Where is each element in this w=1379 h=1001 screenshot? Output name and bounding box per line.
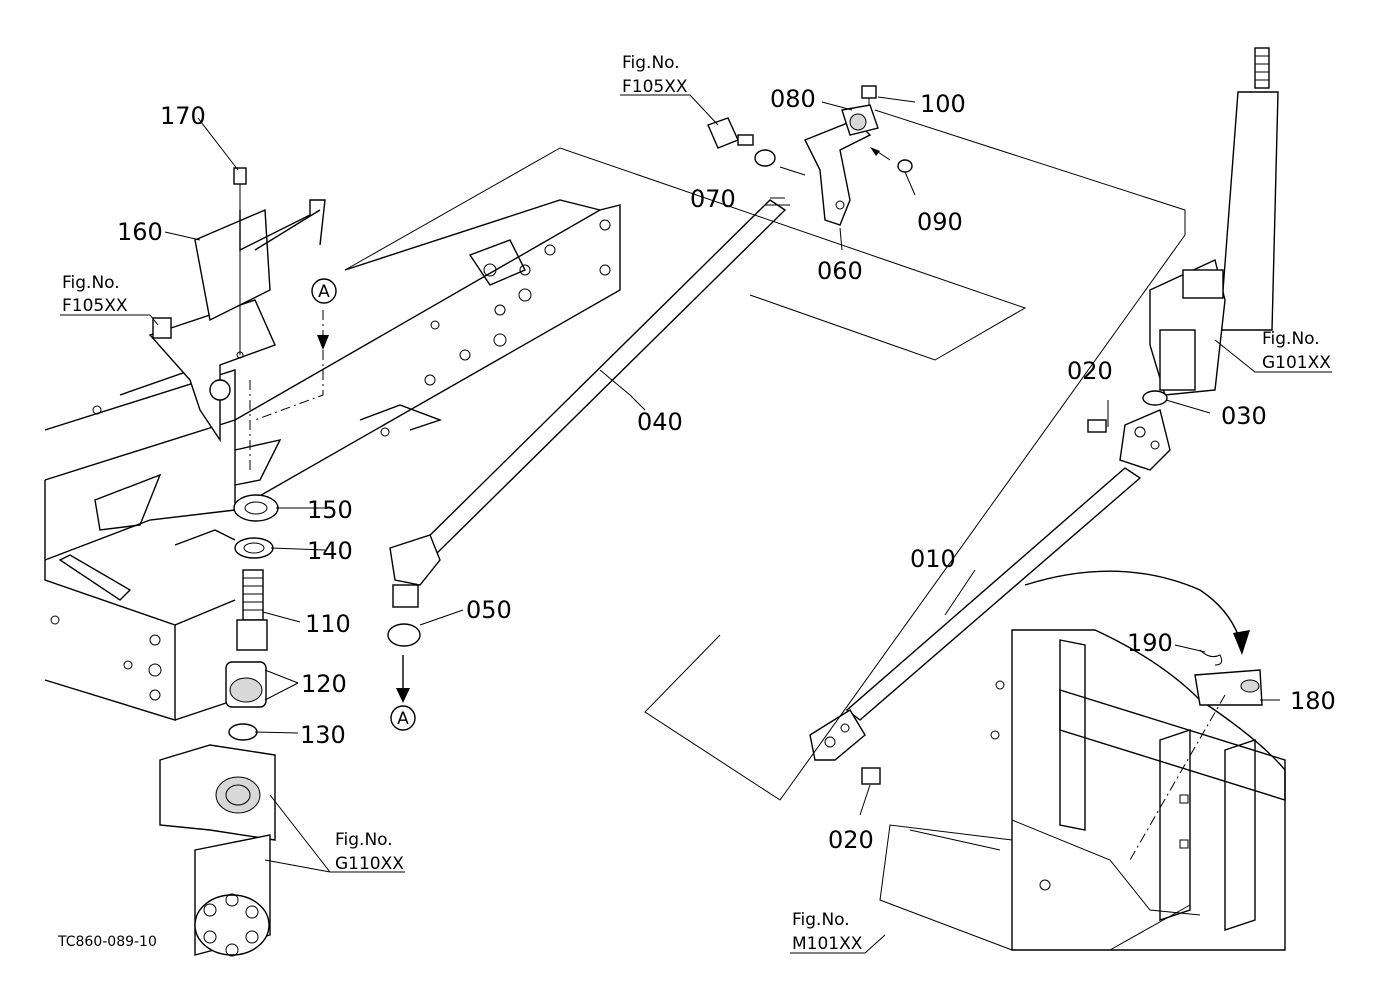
- view-marker-top: A: [311, 278, 337, 304]
- lower-shaft-stack: [159, 380, 279, 957]
- part-label-020-bottom: 020: [828, 826, 874, 854]
- svg-text:Fig.No.: Fig.No.: [62, 273, 120, 293]
- svg-text:Fig.No.: Fig.No.: [1262, 329, 1320, 349]
- top-bracket: [707, 85, 913, 226]
- part-label-140: 140: [307, 537, 353, 565]
- part-label-050: 050: [466, 596, 512, 624]
- part-label-100: 100: [920, 90, 966, 118]
- leader-lines: [60, 94, 1332, 954]
- svg-text:Fig.No.: Fig.No.: [335, 830, 393, 850]
- reference-outlines: [254, 109, 1186, 801]
- shaft-010: [809, 467, 1142, 785]
- part-label-040: 040: [637, 408, 683, 436]
- bracket-assembly: [148, 167, 326, 443]
- chassis-frame: [44, 199, 621, 721]
- svg-text:A: A: [318, 282, 330, 302]
- part-label-070: 070: [690, 185, 736, 213]
- fig-references: Fig.No. F105XX Fig.No. F105XX Fig.No. G1…: [62, 53, 1331, 954]
- shaft-040: [387, 197, 790, 703]
- cab-floor: [879, 570, 1286, 951]
- part-label-060: 060: [817, 257, 863, 285]
- part-label-110: 110: [305, 610, 351, 638]
- fig-ref-f105xx-top: Fig.No. F105XX: [622, 53, 688, 97]
- svg-text:Fig.No.: Fig.No.: [792, 910, 850, 930]
- part-label-170: 170: [160, 102, 206, 130]
- drawing-code: TC860-089-10: [57, 934, 157, 950]
- part-label-030: 030: [1221, 402, 1267, 430]
- part-label-090: 090: [917, 208, 963, 236]
- part-label-020-top: 020: [1067, 357, 1113, 385]
- svg-text:A: A: [397, 709, 409, 729]
- svg-text:M101XX: M101XX: [792, 934, 863, 954]
- part-label-160: 160: [117, 218, 163, 246]
- part-label-010: 010: [910, 545, 956, 573]
- part-label-130: 130: [300, 721, 346, 749]
- steering-column: [1087, 47, 1279, 471]
- view-marker-bottom: A: [390, 705, 416, 731]
- view-markers: A A: [311, 278, 416, 731]
- fig-ref-f105xx-left: Fig.No. F105XX: [62, 273, 128, 316]
- fig-ref-m101xx: Fig.No. M101XX: [792, 910, 863, 954]
- fig-ref-g101xx: Fig.No. G101XX: [1262, 329, 1331, 373]
- part-labels: 170 160 150 140 110 120 130 040 050 070 …: [117, 85, 1336, 854]
- svg-text:Fig.No.: Fig.No.: [622, 53, 680, 73]
- part-label-150: 150: [307, 496, 353, 524]
- part-label-180: 180: [1290, 687, 1336, 715]
- svg-text:G101XX: G101XX: [1262, 353, 1331, 373]
- svg-text:F105XX: F105XX: [62, 296, 128, 316]
- part-label-190: 190: [1127, 629, 1173, 657]
- part-label-080: 080: [770, 85, 816, 113]
- fig-ref-g110xx: Fig.No. G110XX: [335, 830, 404, 874]
- svg-text:F105XX: F105XX: [622, 77, 688, 97]
- svg-text:G110XX: G110XX: [335, 854, 404, 874]
- part-label-120: 120: [301, 670, 347, 698]
